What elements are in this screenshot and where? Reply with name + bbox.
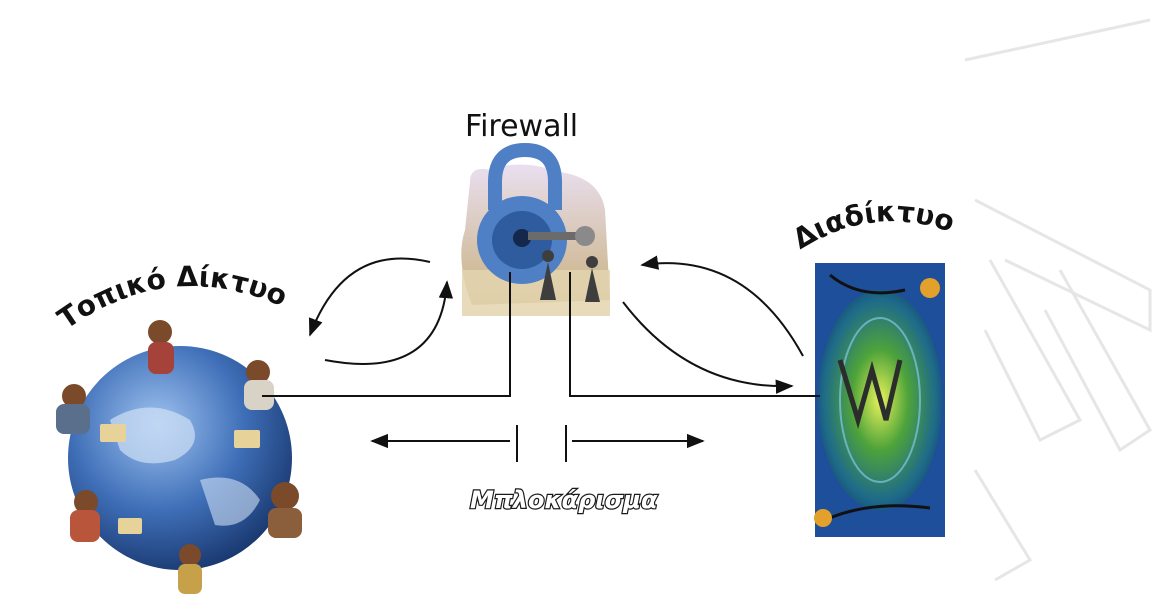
- local-network-label: Τοπικό Δίκτυο: [52, 260, 292, 336]
- arrow-lan-in: [325, 282, 447, 364]
- globe-people-icon: [56, 320, 302, 594]
- block-barrier: [372, 425, 703, 462]
- internet-label: Διαδίκτυο: [787, 195, 959, 256]
- arrow-lan-out: [310, 258, 430, 335]
- padlock-key-icon: [461, 150, 610, 316]
- firewall-label: Firewall: [465, 109, 578, 144]
- background-pattern: [965, 20, 1150, 580]
- arrow-net-out: [623, 302, 792, 386]
- blocked-label: Μπλοκάρισμα: [470, 486, 658, 514]
- arrow-net-in: [642, 263, 803, 356]
- www-globe-icon: [814, 263, 945, 537]
